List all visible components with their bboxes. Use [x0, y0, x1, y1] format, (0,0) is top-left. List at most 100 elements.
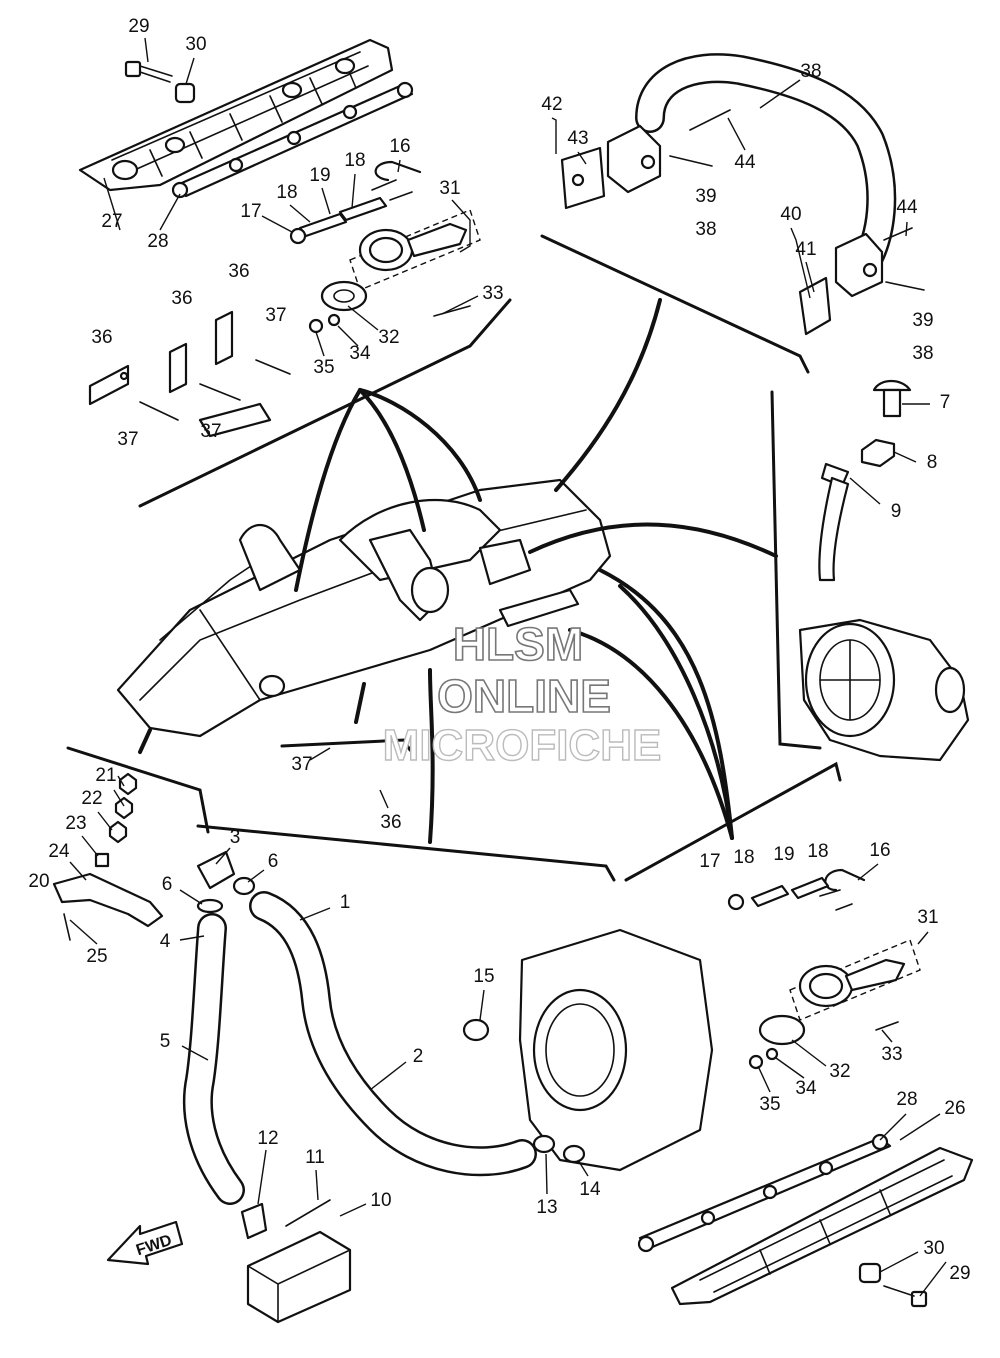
callout-label: 26 [944, 1098, 965, 1119]
callout-label: 41 [795, 239, 816, 260]
clip-16-top [371, 160, 422, 201]
bracket-20-25 [52, 772, 164, 941]
callout-label: 18 [276, 182, 297, 203]
callout-label: 4 [160, 931, 171, 952]
jet-pump-housing [798, 618, 970, 762]
top-left-rail [78, 38, 394, 192]
fitting-3-4-6 [196, 850, 256, 914]
callout-label: 25 [86, 946, 107, 967]
callout-label: 17 [240, 201, 261, 222]
pointer-arrows [138, 298, 778, 844]
watermark-line-3: MICROFICHE [383, 721, 662, 770]
callout-label: 24 [48, 841, 70, 862]
callout-label: 17 [699, 851, 720, 872]
callout-label: 30 [185, 34, 206, 55]
callout-label: 18 [733, 847, 754, 868]
callout-label: 28 [896, 1089, 917, 1110]
strap-18-19-top [289, 196, 388, 245]
watercraft-hull [116, 402, 612, 738]
callout-label: 20 [28, 871, 49, 892]
callout-label: 9 [891, 501, 902, 522]
watermark-line-2: ONLINE [437, 670, 611, 722]
callout-label: 34 [795, 1078, 817, 1099]
callout-label: 16 [869, 840, 890, 861]
top-left-strip [171, 81, 414, 199]
leader-lines [69, 37, 947, 1297]
vent-assembly-31-top [308, 209, 481, 334]
callout-label: 36 [228, 261, 249, 282]
clip-16-bottom [727, 868, 866, 911]
callout-label: 37 [200, 421, 221, 442]
callout-label: 2 [413, 1046, 424, 1067]
bottom-right-strip [637, 1133, 892, 1253]
watermark: HLSM ONLINE MICROFICHE [382, 617, 662, 771]
callout-label: 22 [81, 788, 102, 809]
callout-label: 31 [917, 907, 938, 928]
callout-label: 33 [482, 283, 503, 304]
callout-label: 11 [305, 1147, 325, 1168]
bolt-29-top [124, 60, 173, 83]
callout-label: 10 [370, 1190, 391, 1211]
callout-label: 40 [780, 204, 801, 225]
callout-label: 19 [773, 844, 794, 865]
fwd-direction-marker: FWD [106, 1220, 184, 1266]
callout-label: 35 [759, 1094, 780, 1115]
grab-handle-38 [560, 53, 925, 336]
callout-label: 38 [695, 219, 716, 240]
callout-label: 19 [309, 165, 330, 186]
callout-label: 36 [380, 812, 401, 833]
callout-label: 29 [128, 16, 149, 37]
callout-label: 12 [257, 1128, 278, 1149]
callout-label: 38 [912, 343, 933, 364]
vent-assembly-31-bottom [748, 939, 921, 1070]
callout-label: 5 [160, 1031, 171, 1052]
callout-label: 36 [171, 288, 192, 309]
callout-label: 31 [439, 178, 460, 199]
callout-label: 8 [927, 452, 938, 473]
filter-box-10-12 [240, 1199, 352, 1324]
callout-label: 44 [734, 152, 756, 173]
drain-plug-7-9 [818, 379, 912, 582]
callout-label: 34 [349, 343, 371, 364]
callout-label: 33 [881, 1044, 902, 1065]
callout-label: 7 [940, 392, 951, 413]
callout-label: 14 [579, 1179, 601, 1200]
callout-label: 18 [807, 841, 828, 862]
bottom-right-rail [670, 1146, 974, 1308]
hose-5 [182, 913, 245, 1205]
callout-label: 1 [340, 892, 351, 913]
callout-label: 39 [912, 310, 933, 331]
callout-label: 21 [95, 765, 116, 786]
callout-label: 32 [829, 1061, 850, 1082]
callout-label: 39 [695, 186, 716, 207]
callout-label: 15 [473, 966, 494, 987]
callout-label: 37 [265, 305, 286, 326]
callout-label: 30 [923, 1238, 944, 1259]
callout-label: 28 [147, 231, 168, 252]
callout-label: 37 [291, 754, 312, 775]
callout-label: 27 [101, 211, 122, 232]
callout-brackets [66, 234, 842, 882]
callout-label: 16 [389, 136, 410, 157]
callout-label: 42 [541, 94, 562, 115]
callout-label: 3 [230, 827, 241, 848]
callout-label: 6 [268, 851, 279, 872]
callout-labels: 1 2 3 4 5 6 6 7 8 9 10 11 12 13 14 15 16… [28, 16, 970, 1284]
callout-label: 43 [567, 128, 588, 149]
callout-label: 6 [162, 874, 173, 895]
callout-label: 23 [65, 813, 86, 834]
callout-label: 29 [949, 1263, 970, 1284]
callout-label: 36 [91, 327, 112, 348]
callout-label: 18 [344, 150, 365, 171]
callout-label: 38 [800, 61, 821, 82]
callout-label: 37 [117, 429, 138, 450]
callout-label: 32 [378, 327, 399, 348]
intake-plate [462, 928, 714, 1172]
callout-label: 13 [536, 1197, 557, 1218]
watermark-line-1: HLSM [453, 618, 583, 670]
callout-label: 35 [313, 357, 334, 378]
callout-label: 44 [896, 197, 918, 218]
collar-30-top [174, 82, 196, 104]
hose-1-2 [249, 891, 537, 1177]
